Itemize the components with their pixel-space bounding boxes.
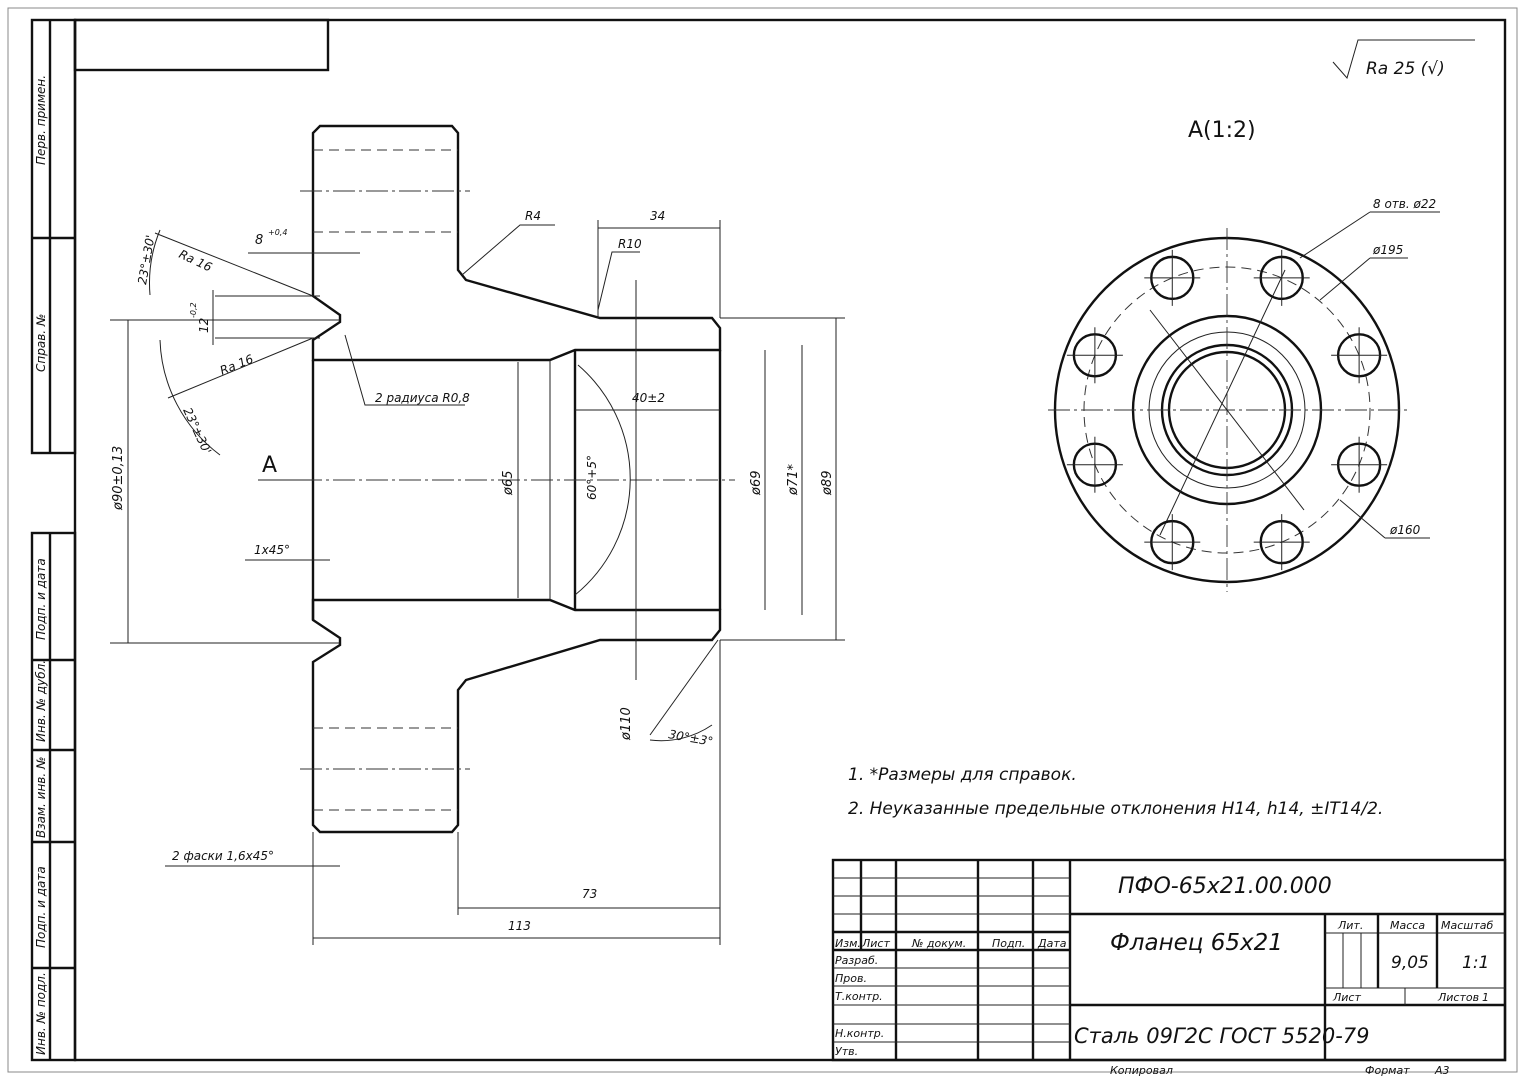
dim-8: 8 [255,233,263,248]
dim-r4: R4 [525,209,541,223]
sheet-label: Лист [1332,991,1361,1004]
hdr-doc: № докум. [911,937,966,950]
strip-label-perv: Перв. примен. [34,75,48,165]
strip-label-podl: Инв. № подл. [34,972,48,1055]
dim-12: 12 [197,318,211,333]
dim-chamfer-1x45: 1x45° [254,543,290,557]
dim-r10: R10 [618,237,642,251]
dim-phi71: ø71* [786,464,801,496]
dim-phi90: ø90±0,13 [111,446,126,511]
role-razrab: Разраб. [835,954,878,967]
strip-label-vzam: Взам. инв. № [34,757,48,838]
roughness-ra16-top: Ra 16 [177,247,215,275]
hdr-list: Лист [861,937,890,950]
label-holes: 8 отв. ø22 [1373,197,1436,211]
copied-label: Копировал [1110,1064,1173,1077]
roughness-ra16-bottom: Ra 16 [218,352,256,378]
section-view [110,124,845,945]
label-phi160: ø160 [1389,523,1421,537]
dim-phi89: ø89 [820,471,835,497]
dim-phi65: ø65 [501,471,516,497]
role-utv: Утв. [835,1045,858,1058]
strip-label-podp1: Подп. и дата [34,558,48,640]
role-nkontr: Н.контр. [835,1027,884,1040]
dim-34: 34 [650,209,665,223]
hdr-izm: Изм. [835,937,861,950]
note-2: 2. Неуказанные предельные отклонения H14… [848,799,1383,819]
sheets-value: 1 [1482,991,1489,1004]
designation: ПФО-65х21.00.000 [1118,874,1332,899]
view-label: A(1:2) [1188,118,1256,143]
dim-phi69: ø69 [749,471,764,497]
note-1: 1. *Размеры для справок. [848,765,1077,785]
top-left-box [73,18,330,72]
role-tkontr: Т.контр. [835,990,883,1003]
strip-label-podp2: Подп. и дата [34,866,48,948]
label-phi195: ø195 [1372,243,1403,257]
format-value: А3 [1434,1064,1450,1077]
outer-trim [7,7,1518,1073]
lit-label: Лит. [1337,919,1363,932]
bolt-holes [1066,249,1388,571]
role-prov: Пров. [835,972,867,985]
dim-angle-30: 30°±3° [667,727,714,749]
dim-angle-top: 23°±30' [135,234,157,286]
note-chamfers: 2 фаски 1,6x45° [172,849,274,863]
mass-value: 9,05 [1391,953,1429,973]
hdr-sign: Подп. [992,937,1025,950]
dim-113: 113 [508,919,531,933]
strip-label-sprav: Справ. № [34,314,48,372]
dim-phi110: ø110 [619,707,634,741]
general-roughness: Ra 25 (√) [1332,39,1475,80]
drawing-frame [73,18,1507,1062]
strip-label-dubl: Инв. № дубл. [34,660,48,742]
dim-73: 73 [582,887,597,901]
front-view: 8 отв. ø22 ø195 ø160 [1048,197,1440,592]
section-arrow-label: A [262,453,277,478]
format-label: Формат [1365,1064,1410,1077]
title-block: ПФО-65х21.00.000 Фланец 65х21 Сталь 09Г2… [831,858,1507,1077]
dim-8-tol: +0,4 [268,228,287,237]
hdr-date: Дата [1037,937,1067,950]
mass-label: Масса [1390,919,1425,932]
dim-12-tol: -0,2 [189,302,198,318]
part-name: Фланец 65х21 [1110,930,1283,956]
scale-value: 1:1 [1462,953,1489,973]
left-strip: Перв. примен. Справ. № Подп. и дата Инв.… [30,18,77,1062]
material: Сталь 09Г2С ГОСТ 5520-79 [1074,1024,1370,1048]
dim-angle-bottom: 23°±30' [180,405,214,456]
dim-40: 40±2 [632,391,665,405]
dim-cone: 60°+5° [585,455,599,500]
scale-label: Масштаб [1441,919,1493,932]
sheets-label: Листов [1437,991,1479,1004]
note-radii: 2 радиуса R0,8 [375,391,470,405]
roughness-text: Ra 25 (√) [1366,59,1445,79]
